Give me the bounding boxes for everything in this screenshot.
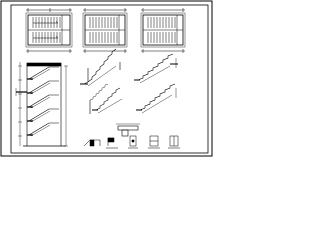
- section-detail-2: [106, 137, 118, 149]
- stair-plan-a: [25, 8, 73, 53]
- landing-beam-detail: [116, 123, 140, 137]
- section-detail-3: [128, 135, 138, 149]
- stair-flight-detail-1: [80, 48, 121, 87]
- stair-flight-detail-2: [134, 53, 178, 84]
- section-detail-1: [83, 139, 101, 147]
- stair-flight-detail-4: [136, 83, 177, 114]
- stair-section-view: [15, 62, 68, 147]
- stair-plan-b: [82, 8, 128, 53]
- stair-flight-detail-3: [89, 83, 123, 114]
- sheet-inner-border: [10, 4, 209, 154]
- section-detail-5: [168, 135, 180, 149]
- stair-plan-c: [140, 8, 186, 53]
- drawing-sheet: [0, 0, 213, 157]
- section-detail-4: [148, 135, 160, 149]
